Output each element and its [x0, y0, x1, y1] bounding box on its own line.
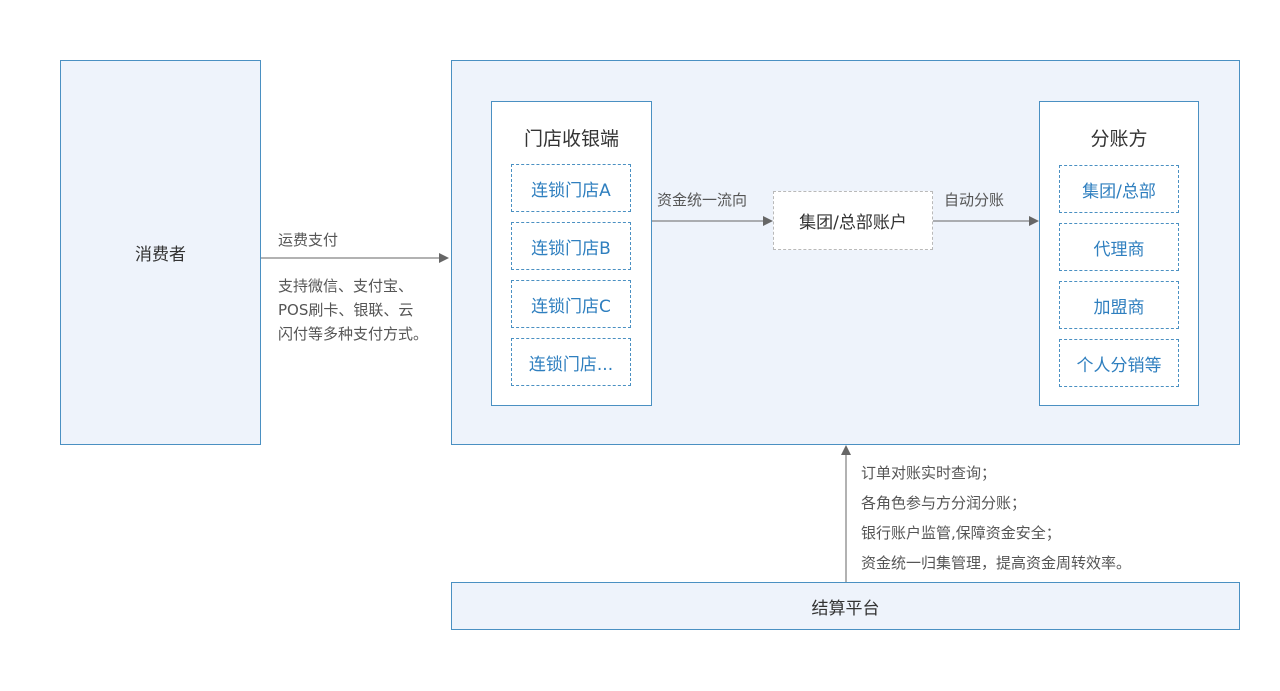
consumer-label: 消费者: [135, 245, 186, 265]
feature-item: 银行账户监管,保障资金安全；: [861, 524, 1061, 542]
consumer-box: 消费者: [60, 60, 261, 445]
payment-description: 支持微信、支付宝、 POS刷卡、银联、云 闪付等多种支付方式。: [278, 274, 428, 346]
store-a-box: 连锁门店A: [511, 164, 631, 212]
platform-features: 订单对账实时查询； 各角色参与方分润分账； 银行账户监管,保障资金安全； 资金统…: [861, 458, 1131, 578]
payment-description-line: POS刷卡、银联、云: [278, 301, 414, 319]
store-b-box: 连锁门店B: [511, 222, 631, 270]
feature-item: 各角色参与方分润分账；: [861, 494, 1027, 512]
payment-label: 运费支付: [278, 231, 339, 249]
settlement-platform-bar: 结算平台: [451, 582, 1240, 630]
feature-item: 资金统一归集管理，提高资金周转效率。: [861, 554, 1132, 572]
payment-description-line: 支持微信、支付宝、: [278, 277, 414, 295]
auto-split-label: 自动分账: [944, 191, 1005, 209]
split-item-group: 集团/总部: [1059, 165, 1179, 213]
payment-description-line: 闪付等多种支付方式。: [278, 325, 429, 343]
group-account-box: 集团/总部账户: [773, 191, 933, 250]
cashier-title: 门店收银端: [523, 128, 619, 150]
settlement-platform-label: 结算平台: [811, 598, 880, 619]
split-party-title: 分账方: [1090, 128, 1148, 150]
flow-label: 资金统一流向: [657, 191, 748, 209]
store-more-box: 连锁门店...: [511, 338, 631, 386]
split-item-franchisee: 加盟商: [1059, 281, 1179, 329]
store-c-box: 连锁门店C: [511, 280, 631, 328]
feature-item: 订单对账实时查询；: [861, 464, 997, 482]
split-item-agent: 代理商: [1059, 223, 1179, 271]
split-item-individual: 个人分销等: [1059, 339, 1179, 387]
